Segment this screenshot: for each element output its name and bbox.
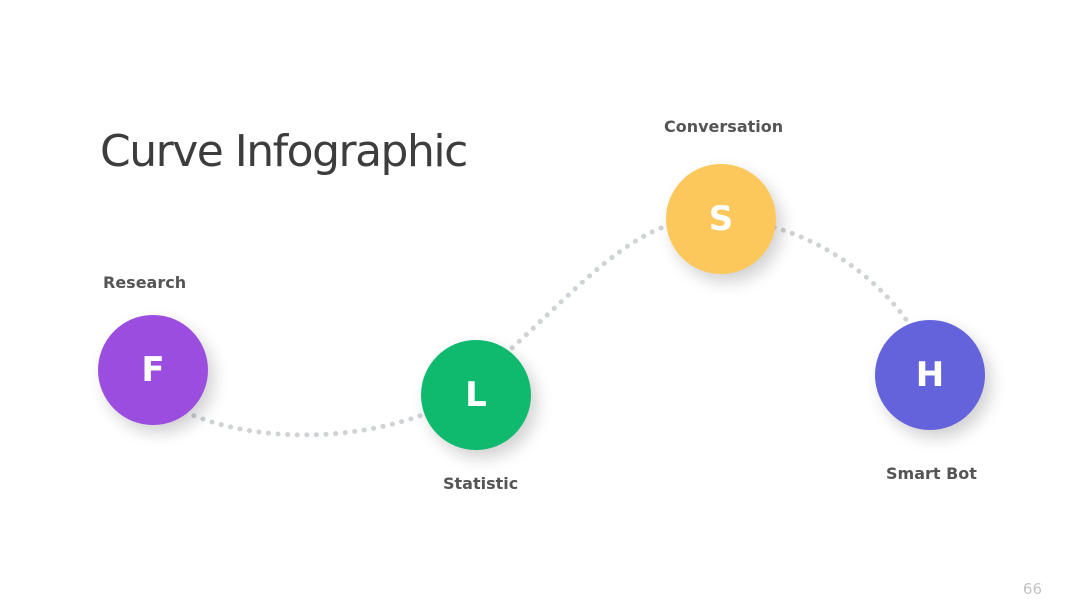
node-circle-statistic: L xyxy=(421,340,531,450)
node-label-conversation: Conversation xyxy=(664,117,784,136)
node-circle-conversation: S xyxy=(666,164,776,274)
node-letter-statistic: L xyxy=(465,375,487,415)
page-title: Curve Infographic xyxy=(100,126,468,177)
node-circle-smart-bot: H xyxy=(875,320,985,430)
node-circle-research: F xyxy=(98,315,208,425)
node-letter-research: F xyxy=(141,350,165,390)
page-number: 66 xyxy=(1022,580,1042,598)
curve-path xyxy=(182,216,915,438)
node-letter-smart-bot: H xyxy=(915,355,945,395)
node-letter-conversation: S xyxy=(708,199,734,239)
node-label-statistic: Statistic xyxy=(443,474,519,493)
node-label-smart-bot: Smart Bot xyxy=(886,464,977,483)
node-label-research: Research xyxy=(103,273,187,292)
